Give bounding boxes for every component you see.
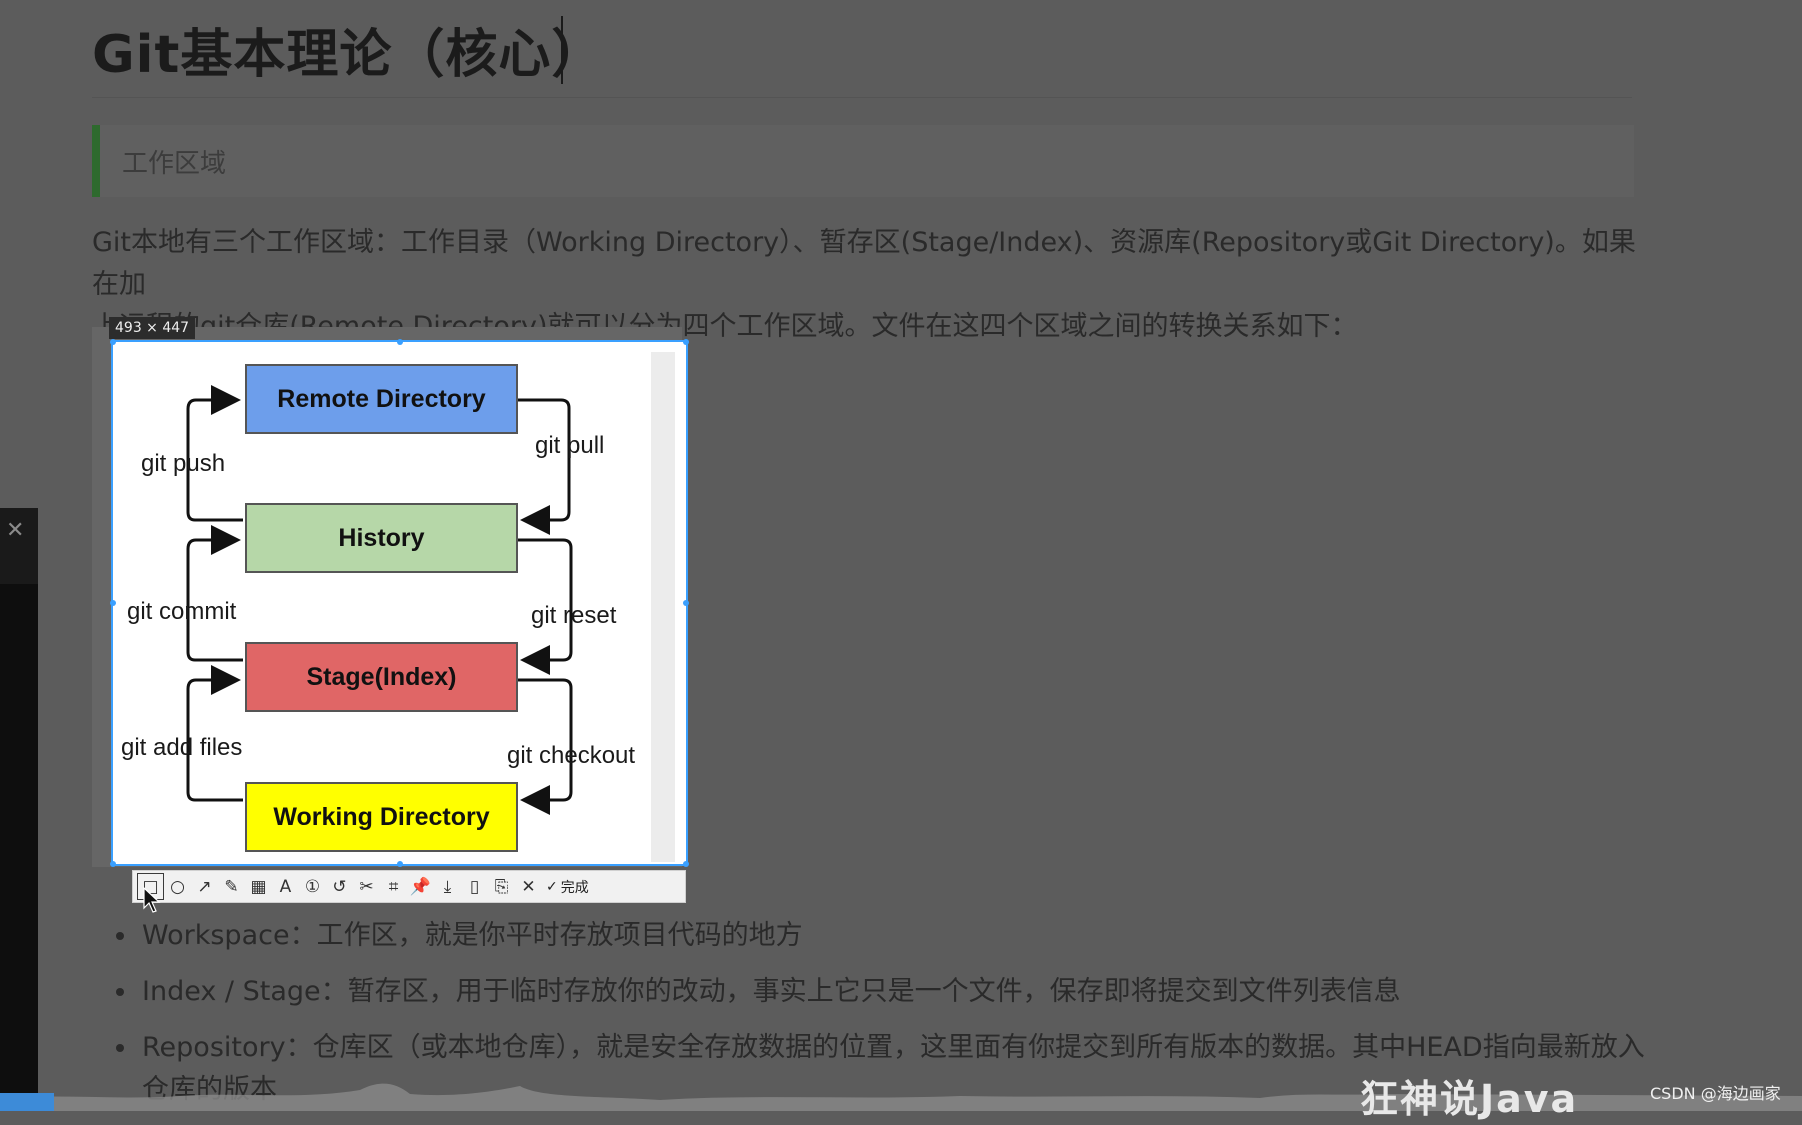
text-icon[interactable]: A [279,876,292,897]
video-progress-bar[interactable] [0,1093,54,1111]
resize-handle-top-left[interactable] [110,339,116,345]
list-item: Workspace：工作区，就是你平时存放项目代码的地方 [112,915,1652,957]
label-git-push: git push [141,450,226,477]
resize-handle-top[interactable] [397,339,403,345]
box-stage-label: Stage(Index) [306,662,457,691]
pin-icon[interactable]: 📌 [409,876,432,897]
resize-handle-bottom-right[interactable] [683,861,689,867]
resize-handle-left[interactable] [110,600,116,606]
crop-icon[interactable]: ⌗ [388,876,399,897]
pencil-icon[interactable]: ✎ [224,876,239,897]
finish-label: 完成 [560,879,589,896]
bookmark-icon[interactable]: ⎘ [494,876,509,897]
screenshot-selection[interactable]: Remote Directory History Stage(Index) Wo… [111,340,688,866]
intro-line-1: Git本地有三个工作区域：工作目录（Working Directory）、暂存区… [92,227,1636,300]
selection-size-label: 493 × 447 [109,317,196,339]
arrow-git-commit [186,525,243,662]
page-title: Git基本理论（核心） [92,25,605,85]
check-icon: ✓ [546,878,558,895]
arrow-git-pull [518,398,571,535]
bullet-list: Workspace：工作区，就是你平时存放项目代码的地方 Index / Sta… [112,915,1652,1125]
cancel-icon[interactable]: ✕ [521,876,536,897]
section-heading: 工作区域 [122,149,227,179]
figure-scrollbar [651,352,675,862]
label-git-commit: git commit [127,598,237,625]
list-item: Index / Stage：暂存区，用于临时存放你的改动，事实上它只是一个文件，… [112,971,1652,1013]
number-icon[interactable]: ① [304,876,321,897]
copy-icon[interactable]: ▯ [469,876,480,897]
side-panel-header: ✕ [0,508,38,584]
close-icon[interactable]: ✕ [6,518,25,543]
box-remote-directory: Remote Directory [245,364,518,434]
arrow-git-push [186,385,243,522]
label-git-pull: git pull [535,432,605,459]
download-icon[interactable]: ⤓ [443,876,452,897]
video-watermark: 狂神说Java [1360,1077,1579,1121]
scissors-icon[interactable]: ✂ [359,876,374,897]
diagram-arrows [186,385,573,815]
circle-icon[interactable]: ○ [170,876,185,897]
box-history: History [245,503,518,573]
intro-paragraph: Git本地有三个工作区域：工作目录（Working Directory）、暂存区… [92,222,1652,348]
resize-handle-right[interactable] [683,600,689,606]
box-working-directory: Working Directory [245,782,518,852]
box-working-label: Working Directory [273,802,490,831]
label-git-checkout: git checkout [507,742,636,769]
arrow-git-add [186,665,243,802]
side-panel: ✕ [0,508,38,1111]
title-divider [92,97,1632,98]
text-caret [561,16,563,84]
list-item: Repository：仓库区（或本地仓库），就是安全存放数据的位置，这里面有你提… [112,1027,1652,1111]
box-remote-label: Remote Directory [277,384,486,413]
resize-handle-bottom[interactable] [397,861,403,867]
label-git-add-files: git add files [121,734,243,761]
box-history-label: History [338,523,425,552]
audio-waveform [0,1083,1802,1111]
csdn-credit: CSDN @海边画家 [1650,1084,1781,1103]
resize-handle-bottom-left[interactable] [110,861,116,867]
finish-button[interactable]: ✓ 完成 [546,877,589,897]
mouse-cursor-icon [143,887,161,913]
arrow-icon[interactable]: ↗ [197,876,212,897]
mosaic-icon[interactable]: ▦ [250,876,267,897]
arrow-git-checkout [518,678,573,815]
label-git-reset: git reset [531,602,617,629]
arrow-git-reset [518,538,573,675]
box-stage-index: Stage(Index) [245,642,518,712]
section-heading-box: 工作区域 [92,125,1634,197]
resize-handle-top-right[interactable] [683,339,689,345]
undo-icon[interactable]: ↺ [332,876,347,897]
